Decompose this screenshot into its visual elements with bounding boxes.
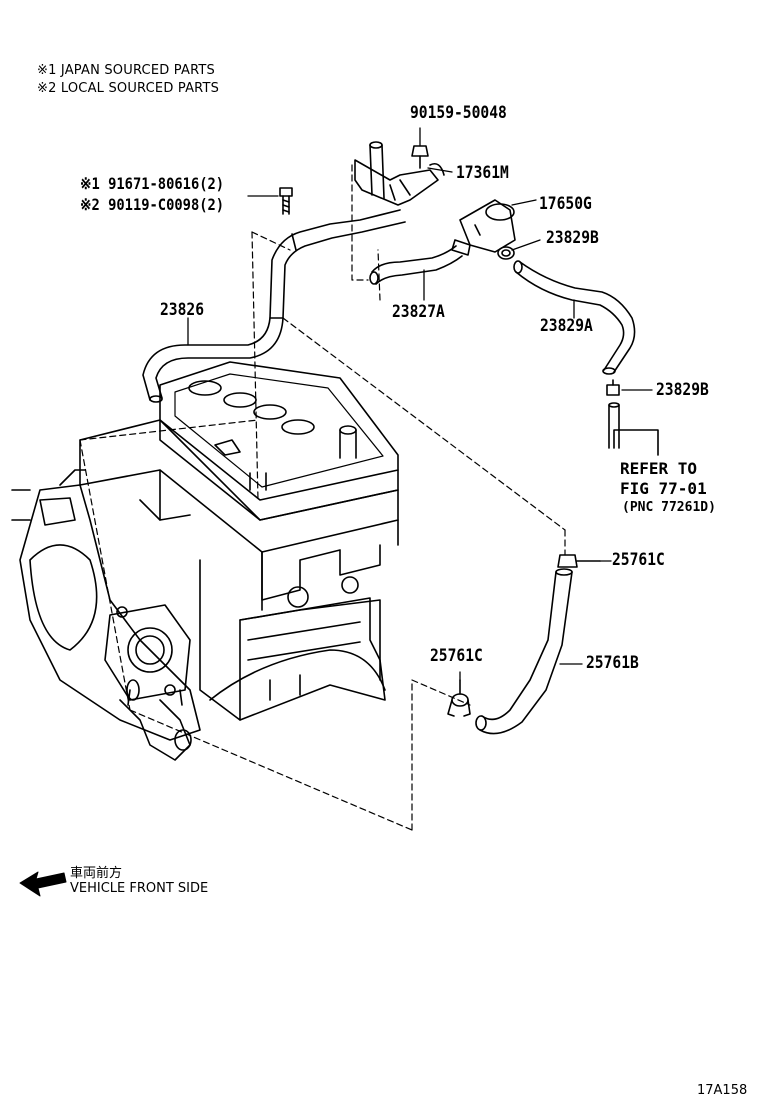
figure-id: 17A158 bbox=[697, 1083, 748, 1098]
part-label-23827a: 23827A bbox=[392, 302, 445, 322]
clamp-25761c-right-drawing bbox=[557, 554, 601, 568]
part-label-17650g: 17650G bbox=[539, 194, 592, 214]
part-label-25761c-right: 25761C bbox=[612, 550, 665, 570]
reference-line-2: FIG 77-01 bbox=[620, 479, 707, 498]
part-label-17361m: 17361M bbox=[456, 163, 509, 183]
part-label-bolt-local: ※2 90119-C0098(2) bbox=[80, 195, 225, 214]
hose-25761b-drawing bbox=[475, 568, 573, 735]
pipe-reference-drawing bbox=[608, 402, 659, 456]
part-label-23829a: 23829A bbox=[540, 316, 593, 336]
reference-line-3: (PNC 77261D) bbox=[622, 500, 716, 515]
hose-23827a-drawing bbox=[369, 245, 463, 285]
part-label-25761b: 25761B bbox=[586, 653, 639, 673]
reference-line-1: REFER TO bbox=[620, 459, 698, 478]
clamp-25761c-left-drawing bbox=[447, 679, 471, 717]
part-label-23829b-top: 23829B bbox=[546, 228, 599, 248]
arrow-left-icon bbox=[19, 871, 67, 897]
clamp-23829b-lower-drawing bbox=[606, 379, 620, 396]
bracket-17361m-drawing bbox=[354, 141, 445, 206]
callout-lines bbox=[187, 127, 653, 681]
hose-23829a-drawing bbox=[513, 260, 636, 375]
part-label-25761c-left: 25761C bbox=[430, 646, 483, 666]
valve-17650g-drawing bbox=[451, 199, 516, 256]
part-label-23826: 23826 bbox=[160, 300, 205, 320]
clamp-23829b-top-drawing bbox=[497, 246, 515, 260]
part-label-90159-50048: 90159-50048 bbox=[410, 103, 507, 123]
part-label-23829b-lower: 23829B bbox=[656, 380, 709, 400]
bolt-91671-drawing bbox=[279, 187, 293, 215]
note-local-sourced: ※2 LOCAL SOURCED PARTS bbox=[37, 81, 220, 96]
part-label-bolt-japan: ※1 91671-80616(2) bbox=[80, 174, 225, 193]
note-japan-sourced: ※1 JAPAN SOURCED PARTS bbox=[37, 63, 215, 78]
assembly-leader-lines bbox=[79, 164, 566, 831]
vehicle-front-english: VEHICLE FRONT SIDE bbox=[70, 881, 209, 896]
engine-assembly-drawing bbox=[11, 361, 399, 761]
vehicle-front-japanese: 車両前方 bbox=[70, 866, 123, 881]
hose-23826-drawing bbox=[142, 209, 406, 403]
bolt-90159-drawing bbox=[411, 145, 429, 169]
